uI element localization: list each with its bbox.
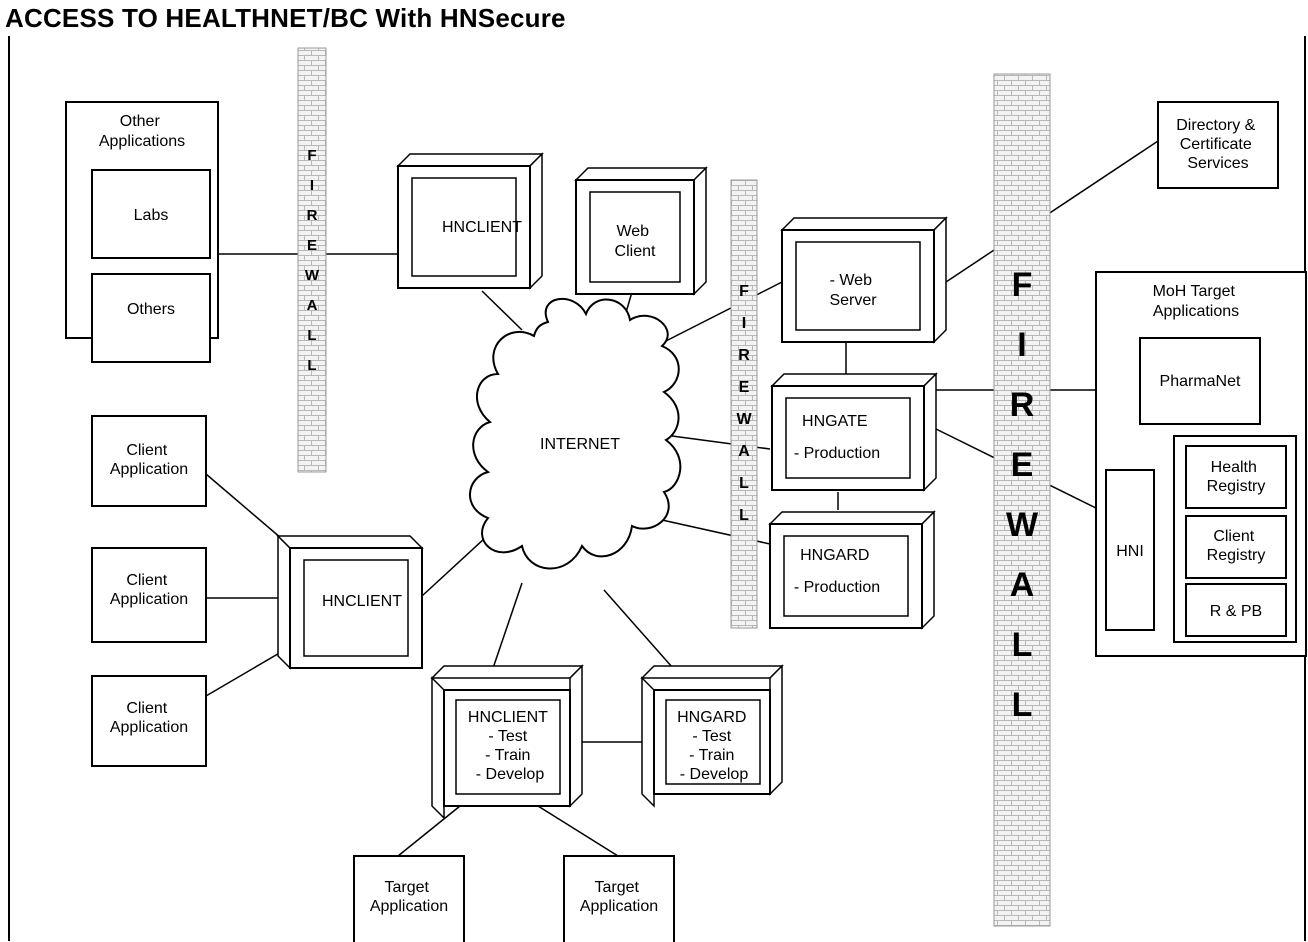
hnclient-left-cube: HNCLIENT: [276, 534, 424, 670]
svg-text:Client Application: Client Application: [110, 700, 188, 736]
svg-text:Target Application: Target Application: [370, 879, 448, 915]
svg-text:Client Application: Client Application: [110, 442, 188, 478]
web-client-label-line2: Client: [615, 243, 656, 260]
internet-cloud: INTERNET: [469, 297, 682, 570]
directory-label-line1: Directory &: [1176, 117, 1255, 134]
client-application-1: Client Application: [91, 415, 207, 507]
hnclient-left-label: HNCLIENT: [322, 593, 402, 610]
web-client-label-line1: Web: [616, 223, 649, 240]
hngard-production-cube: HNGARD - Production: [768, 510, 936, 630]
moh-title-line2: Applications: [1153, 303, 1239, 320]
directory-label-line3: Services: [1187, 155, 1248, 172]
hnclient-test-line2: - Test: [488, 728, 527, 745]
hngard-label-line2: - Production: [794, 579, 880, 596]
svg-text:HNGARD - Production: HNGARD - Production: [794, 547, 880, 596]
svg-text:MoH Target Applications: MoH Target Applications: [1153, 283, 1240, 320]
pharmanet-box: [1139, 337, 1261, 425]
svg-text:Directory & Certificate: Directory & Certificate Services: [1176, 117, 1260, 172]
client-application-2: Client Application: [91, 547, 207, 643]
hngate-label-line2: - Production: [794, 445, 880, 462]
others-box: [91, 273, 211, 363]
hnclient-top-label: HNCLIENT: [442, 219, 522, 236]
svg-text:Health Registry: Health Registry: [1207, 459, 1266, 495]
svg-text:Other Applications: Other Applications: [99, 113, 185, 150]
directory-services-box: Directory & Certificate Services: [1157, 101, 1279, 189]
moh-title-line1: MoH Target: [1153, 283, 1236, 300]
hngard-test-cube: HNGARD - Test - Train - Develop: [640, 664, 784, 808]
hngate-label-line1: HNGATE: [802, 413, 867, 430]
hni-label: HNI: [1116, 543, 1144, 560]
svg-text:HNGATE - Production: HNGATE - Production: [794, 413, 880, 462]
pharmanet-label: PharmaNet: [1160, 373, 1241, 390]
rpb-box: [1185, 583, 1287, 637]
hnclient-test-line4: - Develop: [476, 766, 545, 783]
rpb-label: R & PB: [1210, 603, 1262, 620]
web-client-cube: Web Client: [574, 166, 708, 296]
svg-text:HNCLIENT - Test -: HNCLIENT - Test - Train - Develop: [468, 709, 552, 783]
svg-text:Target Application: Target Application: [580, 879, 658, 915]
hnclient-test-cube: HNCLIENT - Test - Train - Develop: [430, 664, 584, 820]
directory-label-line2: Certificate: [1180, 136, 1252, 153]
client-registry-line1: Client: [1213, 528, 1254, 545]
svg-text:- Web Server: - Web Server: [829, 272, 877, 309]
web-server-cube: - Web Server: [780, 216, 948, 344]
svg-text:Web Client: Web Client: [615, 223, 656, 260]
target-application-1: Target Application: [353, 855, 465, 942]
client-registry-box: [1185, 515, 1287, 579]
client-application-3: Client Application: [91, 675, 207, 767]
hngard-test-line1: HNGARD: [677, 709, 746, 726]
web-server-label-line1: - Web: [830, 272, 872, 289]
svg-text:Client Registry: Client Registry: [1207, 528, 1266, 564]
web-server-label-line2: Server: [829, 292, 877, 309]
health-registry-line2: Registry: [1207, 478, 1266, 495]
client-registry-line2: Registry: [1207, 547, 1266, 564]
internet-label: INTERNET: [540, 436, 620, 453]
others-label: Others: [127, 301, 175, 318]
target-application-2: Target Application: [563, 855, 675, 942]
labs-box: [91, 169, 211, 259]
svg-text:HNGARD - Test - Tr: HNGARD - Test - Train - Develop: [677, 709, 751, 783]
svg-text:Client Application: Client Application: [110, 572, 188, 608]
health-registry-box: [1185, 445, 1287, 509]
diagram-title: ACCESS TO HEALTHNET/BC With HNSecure: [5, 3, 566, 33]
other-applications-title-line2: Applications: [99, 133, 185, 150]
hngard-test-line4: - Develop: [680, 766, 749, 783]
hnclient-test-line1: HNCLIENT: [468, 709, 548, 726]
hngate-cube: HNGATE - Production: [770, 372, 938, 492]
moh-target-applications-box: MoH Target Applications PharmaNet HNI He…: [1095, 271, 1307, 657]
hngard-test-line3: - Train: [689, 747, 734, 764]
other-applications-box: Other Applications Labs Others: [65, 101, 219, 363]
other-applications-title-line1: Other: [120, 113, 161, 130]
labs-label: Labs: [134, 207, 169, 224]
hnclient-top-cube: HNCLIENT: [396, 152, 544, 290]
hngard-label-line1: HNGARD: [800, 547, 869, 564]
health-registry-line1: Health: [1211, 459, 1257, 476]
hnclient-test-line3: - Train: [485, 747, 530, 764]
hngard-test-line2: - Test: [692, 728, 731, 745]
hni-box: [1105, 469, 1155, 631]
